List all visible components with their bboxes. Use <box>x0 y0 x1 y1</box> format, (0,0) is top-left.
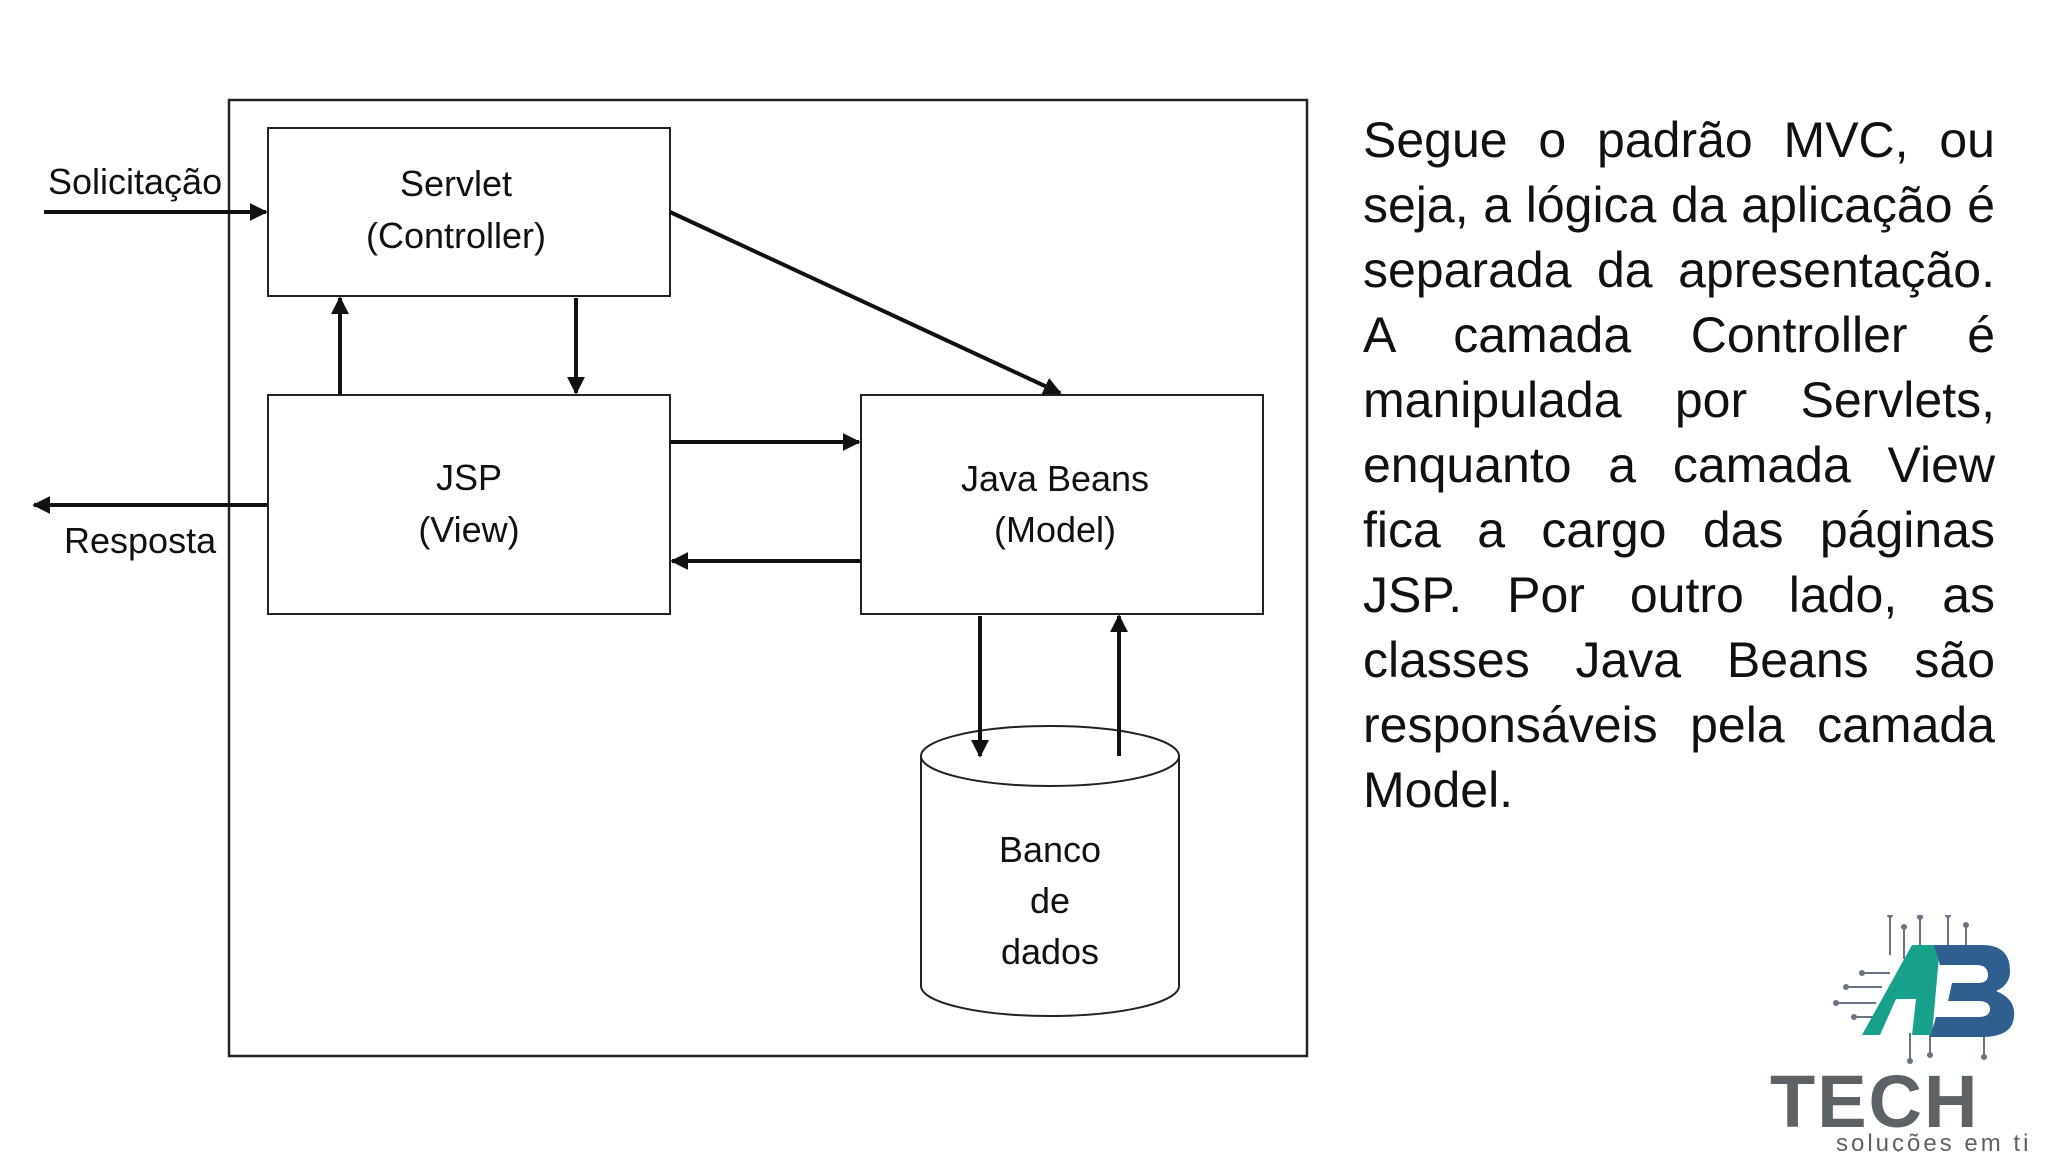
jsp-title: JSP <box>436 457 502 498</box>
ab-tech-logo: TECH soluções em ti <box>1770 912 2048 1157</box>
database-label-1: Banco <box>999 829 1101 870</box>
beans-title: Java Beans <box>961 458 1149 499</box>
beans-box <box>860 394 1264 615</box>
servlet-role: (Controller) <box>366 215 546 256</box>
request-label: Solicitação <box>48 161 222 202</box>
logo-name: TECH <box>1770 1060 1979 1143</box>
beans-role: (Model) <box>994 509 1116 550</box>
servlet-to-beans-arrow <box>669 210 1062 395</box>
logo-tagline: soluções em ti <box>1836 1130 2031 1152</box>
servlet-box <box>267 127 671 297</box>
database-cylinder <box>920 725 1180 1017</box>
servlet-title: Servlet <box>400 163 512 204</box>
database-label-2: de <box>1030 880 1070 921</box>
response-label: Resposta <box>64 520 217 561</box>
explanation-text: Segue o padrão MVC, ou seja, a lógica da… <box>1363 112 1995 818</box>
database-label-3: dados <box>1001 931 1099 972</box>
logo-a-shape <box>1862 945 1940 1035</box>
jsp-box <box>267 394 671 615</box>
logo-b-shape <box>1930 945 2015 1037</box>
diagram-frame <box>227 98 1309 1058</box>
jsp-role: (View) <box>418 509 519 550</box>
